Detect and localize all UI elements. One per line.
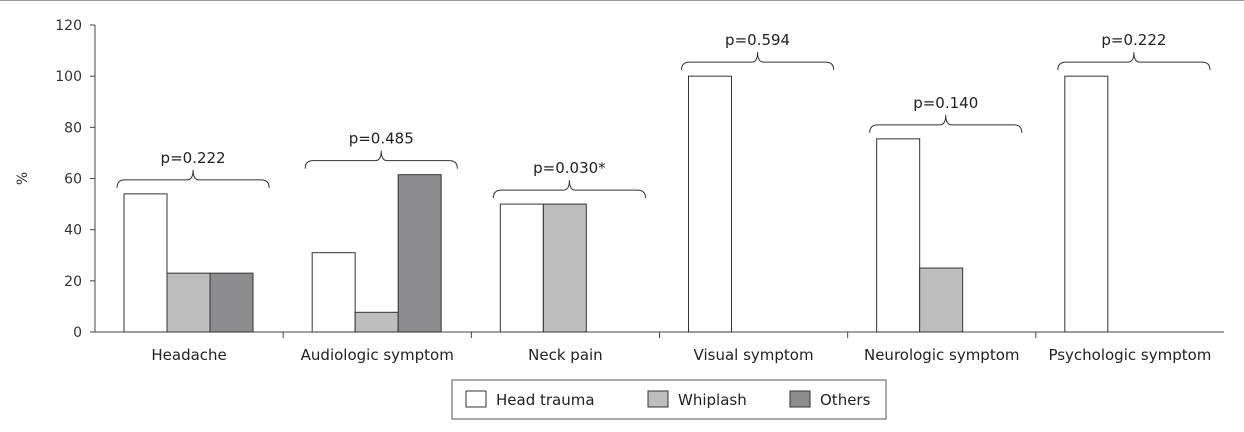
- category-label: Visual symptom: [694, 346, 814, 364]
- bar-head-trauma: [876, 138, 921, 333]
- legend-swatch-head-trauma: [465, 390, 487, 408]
- y-tick-label: 120: [55, 18, 82, 34]
- y-tick-label: 20: [64, 274, 82, 290]
- y-tick-label: 0: [73, 325, 82, 341]
- legend-label: Whiplash: [678, 391, 747, 409]
- bar-others: [397, 174, 442, 333]
- bar-whiplash: [166, 272, 211, 333]
- category-label: Neck pain: [528, 346, 603, 364]
- bar-head-trauma: [499, 203, 544, 333]
- category-label: Neurologic symptom: [864, 346, 1020, 364]
- significance-bracket: [116, 169, 270, 188]
- p-value-annotation: p=0.485: [349, 130, 414, 148]
- legend-label: Head trauma: [496, 391, 595, 409]
- legend-swatch-whiplash: [647, 390, 669, 408]
- significance-bracket: [304, 150, 458, 169]
- significance-bracket: [681, 52, 835, 71]
- category-label: Headache: [151, 346, 226, 364]
- p-value-annotation: p=0.030*: [533, 159, 606, 177]
- category-label: Audiologic symptom: [301, 346, 454, 364]
- p-value-annotation: p=0.594: [725, 31, 790, 49]
- legend-label: Others: [820, 391, 871, 409]
- category-label: Psychologic symptom: [1048, 346, 1211, 364]
- bar-whiplash: [542, 203, 587, 333]
- y-tick-label: 40: [64, 223, 82, 239]
- y-axis-label: %: [15, 172, 31, 185]
- bar-others: [209, 272, 254, 333]
- bar-whiplash: [354, 311, 399, 333]
- legend-box: [451, 379, 887, 420]
- significance-bracket: [869, 114, 1023, 133]
- bar-head-trauma: [123, 193, 168, 333]
- top-border: [0, 0, 1244, 1]
- bar-head-trauma: [688, 75, 732, 333]
- bar-head-trauma: [1064, 75, 1109, 333]
- significance-bracket: [1057, 52, 1211, 71]
- p-value-annotation: p=0.140: [913, 94, 978, 112]
- legend-swatch-others: [789, 390, 811, 408]
- y-tick-label: 60: [64, 172, 82, 188]
- p-value-annotation: p=0.222: [1101, 31, 1166, 49]
- significance-bracket: [492, 180, 646, 199]
- bar-head-trauma: [311, 252, 356, 333]
- bar-whiplash: [919, 267, 964, 333]
- y-tick-label: 100: [55, 69, 82, 85]
- y-tick-label: 80: [64, 120, 82, 136]
- p-value-annotation: p=0.222: [161, 149, 226, 167]
